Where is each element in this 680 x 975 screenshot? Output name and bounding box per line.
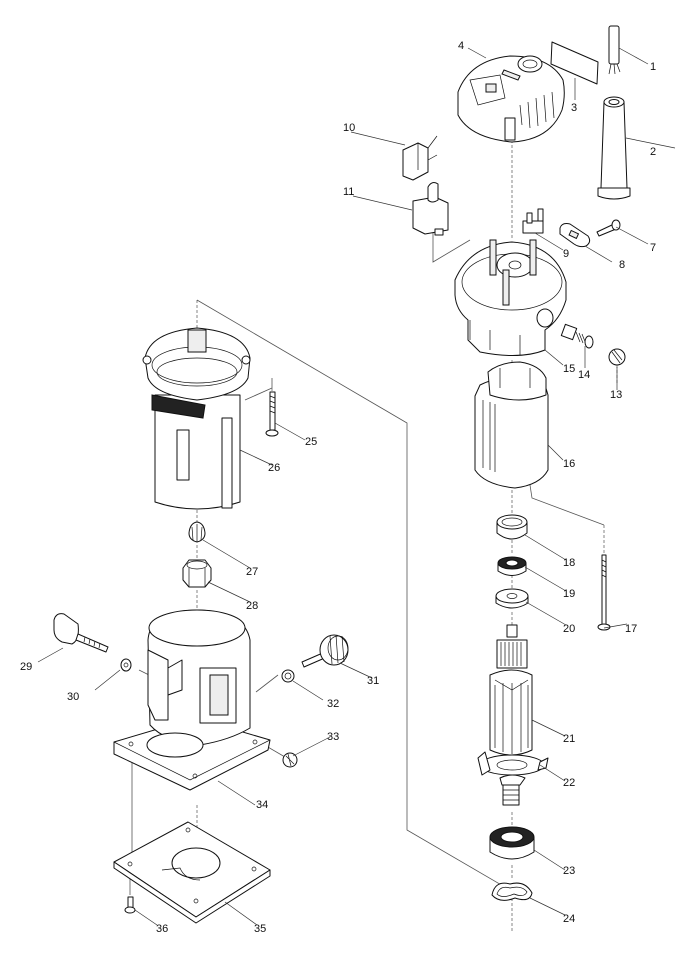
part-33-hex-nut[interactable] [282,752,298,768]
label-part-24: 24 [563,913,575,925]
part-34-trimmer-base[interactable] [113,609,271,791]
part-7-tapping-screw[interactable] [596,219,621,237]
label-part-4: 4 [458,40,464,52]
label-part-16: 16 [563,458,575,470]
part-13-brush-holder-cap[interactable] [608,348,626,366]
part-23-ball-bearing-large[interactable] [489,826,535,860]
part-24-insulation-washer[interactable] [491,882,533,901]
label-part-15: 15 [563,363,575,375]
part-1-lead-wire[interactable] [608,25,621,75]
label-part-25: 25 [305,436,317,448]
part-35-base-plate[interactable] [113,821,271,924]
part-20-bearing-retainer[interactable] [495,588,529,609]
label-part-22: 22 [563,777,575,789]
label-part-2: 2 [650,146,656,158]
label-part-35: 35 [254,923,266,935]
leader-lines [37,47,676,926]
label-part-11: 11 [343,186,354,198]
label-part-18: 18 [563,557,575,569]
label-part-13: 13 [610,389,622,401]
part-2-cord-guard[interactable] [597,96,631,200]
part-17-long-screw[interactable] [597,554,611,631]
part-28-collet-nut[interactable] [182,559,212,588]
label-part-27: 27 [246,566,258,578]
part-26-motor-housing[interactable] [142,327,251,510]
label-part-19: 19 [563,588,575,600]
part-14-carbon-brush[interactable] [560,323,594,349]
part-30-flat-washer[interactable] [120,658,132,672]
label-part-26: 26 [268,462,280,474]
part-4-motor-cover[interactable] [457,55,565,143]
part-36-pan-head-screw[interactable] [124,896,136,914]
label-part-1: 1 [650,61,656,73]
label-part-32: 32 [327,698,339,710]
label-part-21: 21 [563,733,575,745]
part-labels: 1 2 3 4 7 8 9 10 11 13 14 15 16 17 18 19… [20,40,656,935]
label-part-23: 23 [563,865,575,877]
part-22-fan[interactable] [477,751,549,786]
part-31-thumb-screw[interactable] [301,634,349,668]
part-19-ball-bearing[interactable] [497,556,527,576]
part-15-motor-housing-top[interactable] [454,239,567,357]
part-3-name-plate[interactable] [550,41,599,85]
part-9-terminal[interactable] [522,208,544,234]
label-part-36: 36 [156,923,168,935]
label-part-30: 30 [67,691,79,703]
label-part-3: 3 [571,102,577,114]
label-part-8: 8 [619,259,625,271]
part-25-screw[interactable] [265,391,279,437]
label-part-10: 10 [343,122,355,134]
part-29-clamp-lever-screw[interactable] [53,613,109,653]
label-part-20: 20 [563,623,575,635]
label-part-9: 9 [563,248,569,260]
label-part-34: 34 [256,799,268,811]
part-27-collet-cone[interactable] [188,521,206,543]
part-8-cord-clamp[interactable] [559,223,591,248]
part-32-flat-washer-small[interactable] [281,669,295,683]
part-18-rubber-ring[interactable] [496,514,528,540]
label-part-28: 28 [246,600,258,612]
label-part-7: 7 [650,242,656,254]
label-part-33: 33 [327,731,339,743]
part-10-noise-suppressor[interactable] [402,135,438,181]
label-part-14: 14 [578,369,590,381]
part-11-switch[interactable] [412,182,449,236]
label-part-31: 31 [367,675,379,687]
label-part-29: 29 [20,661,32,673]
part-16-field[interactable] [474,361,549,489]
label-part-17: 17 [625,623,637,635]
